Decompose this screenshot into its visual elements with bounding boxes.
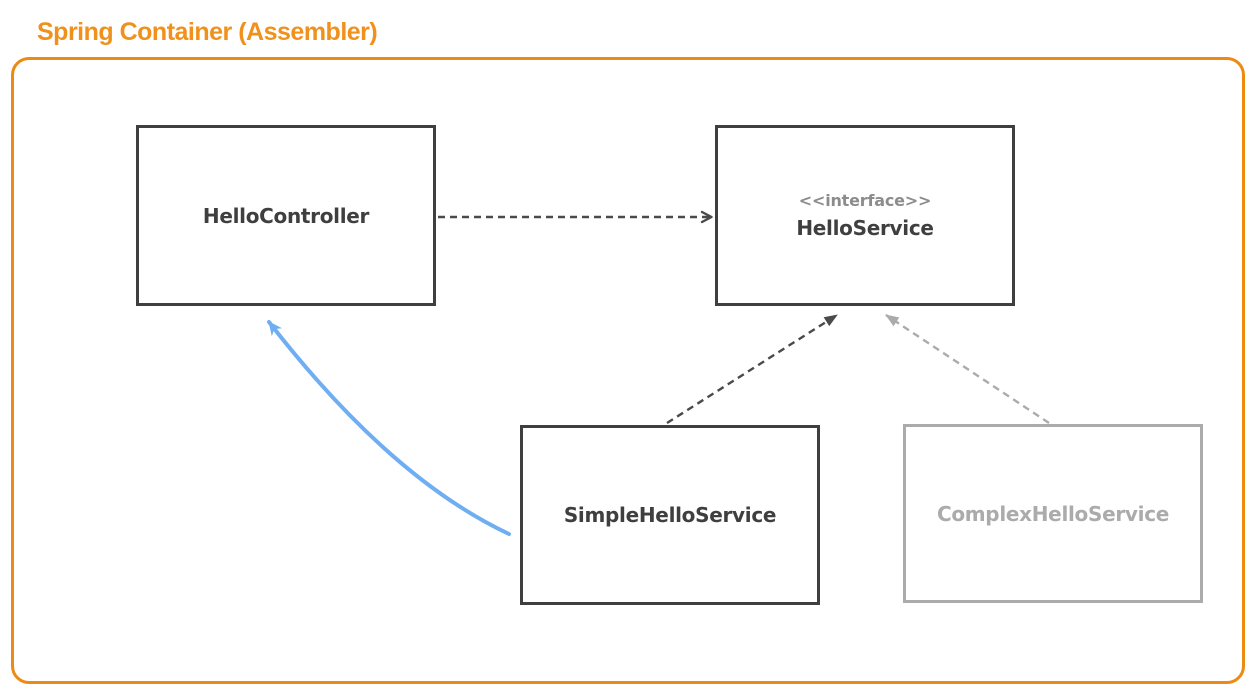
node-hello-service: <<interface>> HelloService [715,125,1015,306]
node-simple-hello-service: SimpleHelloService [520,425,820,605]
node-hello-service-stereotype: <<interface>> [798,191,932,210]
node-hello-controller: HelloController [136,125,436,306]
node-simple-hello-service-label: SimpleHelloService [563,503,777,527]
node-hello-controller-label: HelloController [202,203,370,228]
node-complex-hello-service-label: ComplexHelloService [936,501,1170,526]
node-complex-hello-service: ComplexHelloService [903,424,1203,603]
diagram-title: Spring Container (Assembler) [37,18,378,46]
node-hello-service-label: HelloService [796,216,934,240]
spring-container-frame [11,57,1245,684]
